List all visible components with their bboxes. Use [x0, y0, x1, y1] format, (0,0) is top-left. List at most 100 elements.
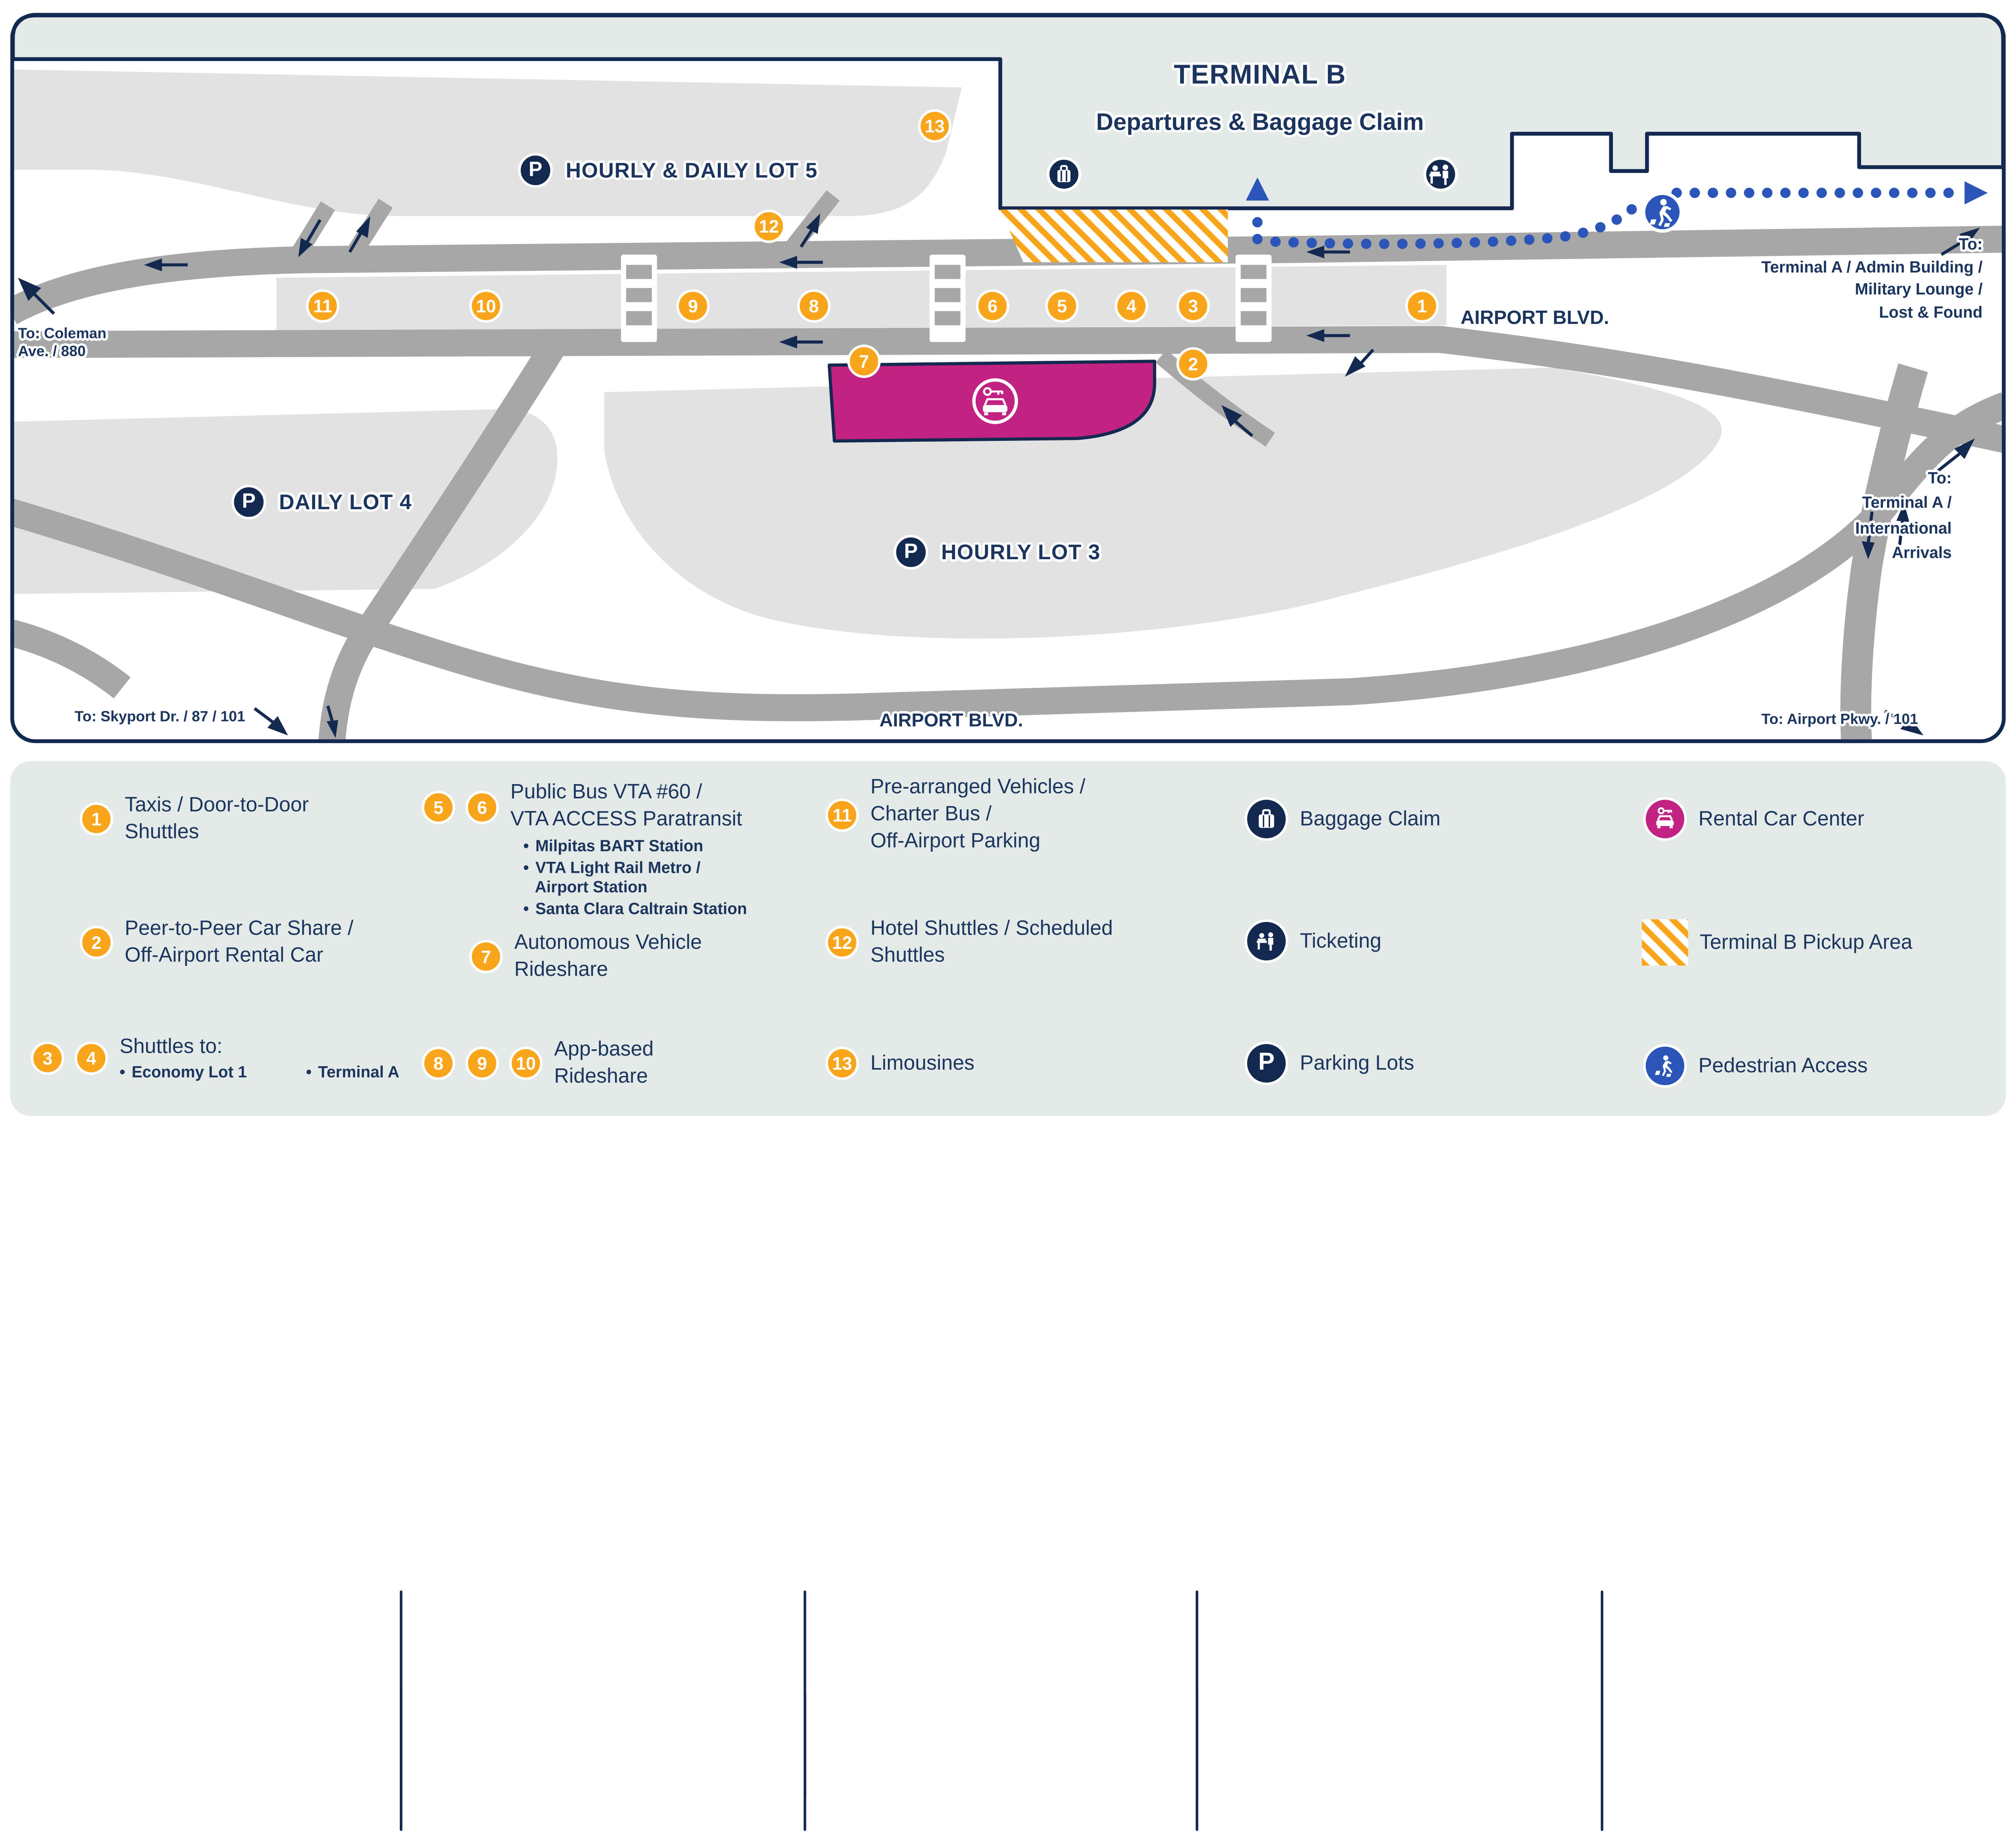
legend-item-rental-car-center: Rental Car Center: [1643, 797, 1864, 841]
lot4-parking-icon: P: [231, 484, 266, 520]
legend-item-parking-lots: P Parking Lots: [1244, 1041, 1414, 1086]
map-stop-7: 7: [847, 344, 881, 378]
legend-label: Public Bus VTA #60 / VTA ACCESS Paratran…: [510, 782, 742, 831]
legend-item-hotel-shuttles: 12 Hotel Shuttles / Scheduled Shuttles: [825, 916, 1113, 970]
map-stop-8: 8: [797, 289, 831, 323]
sjc-ground-transportation-map: TERMINAL B Departures & Baggage Claim P …: [0, 0, 2016, 1127]
direction-arrows: [18, 213, 1980, 738]
legend-panel: 1 Taxis / Door-to-Door Shuttles 2 Peer-t…: [10, 761, 2006, 1831]
to-coleman-label: To: Coleman Ave. / 880: [18, 326, 107, 360]
rental-car-center-shape: [828, 360, 1156, 443]
map-stop-13: 13: [918, 109, 952, 143]
legend-label: Limousines: [870, 1052, 975, 1075]
legend-badge-2: 2: [80, 926, 113, 959]
legend-bullet: Economy Lot 1: [120, 1063, 247, 1083]
ticketing-icon: [1244, 919, 1288, 963]
legend-item-baggage-claim: Baggage Claim: [1244, 797, 1441, 841]
legend-badge-11: 11: [825, 798, 859, 831]
map-stop-5: 5: [1045, 289, 1079, 323]
legend-divider: [400, 1590, 403, 1831]
legend-badge-13: 13: [825, 1046, 859, 1080]
pedestrian-map-icon: [1642, 192, 1683, 239]
legend-badge-9: 9: [465, 1046, 499, 1080]
map-stop-9: 9: [676, 289, 710, 323]
map-graphics: [10, 13, 2006, 743]
legend-badge-7: 7: [469, 939, 503, 974]
legend-item-limousines: 13 Limousines: [825, 1046, 975, 1080]
legend-badge-5: 5: [421, 791, 456, 824]
to-skyport-label: To: Skyport Dr. / 87 / 101: [74, 710, 245, 726]
airport-blvd-label: AIRPORT BLVD.: [1460, 307, 1609, 329]
legend-divider: [1196, 1590, 1199, 1831]
map-stop-11: 11: [306, 289, 340, 323]
legend-label: Shuttles to:: [120, 1036, 223, 1058]
legend-badge-6: 6: [465, 791, 499, 824]
map-stop-12: 12: [752, 209, 786, 243]
legend-item-terminal-b-pickup: Terminal B Pickup Area: [1642, 919, 1912, 966]
lot3-parking-icon: P: [894, 535, 928, 570]
legend-badge-4: 4: [74, 1042, 108, 1075]
map-border: [10, 13, 2006, 743]
lot5-shape: [10, 69, 962, 216]
lot5-label: HOURLY & DAILY LOT 5: [565, 159, 818, 183]
legend-label: Parking Lots: [1300, 1052, 1414, 1075]
baggage-claim-map-icon: [1046, 157, 1081, 198]
map-stop-4: 4: [1114, 289, 1149, 323]
rental-car-center-icon: [972, 378, 1018, 424]
legend-label: Rental Car Center: [1698, 808, 1864, 830]
legend-badge-8: 8: [421, 1046, 456, 1080]
legend-label: Hotel Shuttles / Scheduled Shuttles: [870, 918, 1113, 967]
legend-label: Peer-to-Peer Car Share / Off-Airport Ren…: [124, 918, 353, 967]
legend-divider: [803, 1590, 806, 1831]
parking-icon: P: [1244, 1041, 1288, 1086]
map-stop-10: 10: [469, 289, 503, 323]
to-terminal-a-intl-label: To: Terminal A / International Arrivals: [1855, 469, 1952, 562]
map-stop-3: 3: [1176, 289, 1210, 323]
legend-label: Autonomous Vehicle Rideshare: [514, 932, 702, 981]
airport-blvd-label-bottom: AIRPORT BLVD.: [879, 711, 1023, 732]
legend-bullet: VTA Light Rail Metro / Airport Station: [523, 858, 747, 898]
legend-badge-12: 12: [825, 926, 859, 959]
legend-label: Taxis / Door-to-Door Shuttles: [124, 794, 309, 844]
legend-badge-10: 10: [509, 1046, 543, 1080]
legend-bullet: Santa Clara Caltrain Station: [523, 899, 747, 919]
terminal-b-pickup-area: [1000, 209, 1228, 262]
legend-badge-3: 3: [31, 1042, 65, 1075]
rental-car-icon: [1643, 797, 1687, 841]
to-airport-pkwy-label: To: Airport Pkwy. / 101: [1761, 712, 1918, 728]
legend-label: Pedestrian Access: [1698, 1055, 1868, 1077]
pedestrian-icon: [1643, 1044, 1687, 1088]
airport-blvd-median: [276, 265, 1447, 331]
ticketing-map-icon: [1423, 157, 1458, 198]
legend-divider: [1600, 1590, 1604, 1831]
legend-bullet: Terminal A: [306, 1063, 399, 1083]
legend-item-prearranged: 11 Pre-arranged Vehicles / Charter Bus /…: [825, 774, 1085, 855]
legend-label: Baggage Claim: [1300, 808, 1441, 830]
legend-item-autonomous: 7 Autonomous Vehicle Rideshare: [469, 930, 702, 984]
legend-item-pedestrian-access: Pedestrian Access: [1643, 1044, 1868, 1088]
legend-label: Pre-arranged Vehicles / Charter Bus / Of…: [870, 776, 1085, 852]
pedestrian-path: [1246, 177, 1988, 249]
terminal-b-pickup-swatch: [1642, 919, 1688, 966]
terminal-b-subtitle: Departures & Baggage Claim: [1096, 108, 1424, 135]
legend-item-taxis: 1 Taxis / Door-to-Door Shuttles: [80, 792, 309, 846]
crosswalks: [621, 254, 1272, 342]
legend-label: Terminal B Pickup Area: [1700, 931, 1913, 954]
legend-label: Ticketing: [1300, 930, 1382, 952]
legend-bullet: Milpitas BART Station: [523, 837, 747, 857]
legend-item-shuttles-to: 34 Shuttles to: Economy Lot 1 Terminal A: [31, 1034, 399, 1083]
map-stop-6: 6: [976, 289, 1009, 323]
baggage-icon: [1244, 797, 1288, 841]
to-terminal-a-admin-label: To: Terminal A / Admin Building / Milita…: [1761, 235, 1983, 321]
lot5-parking-icon: P: [518, 153, 553, 188]
legend-item-ticketing: Ticketing: [1244, 919, 1382, 963]
lot3-label: HOURLY LOT 3: [941, 541, 1101, 565]
lot4-label: DAILY LOT 4: [279, 491, 412, 514]
map-area: TERMINAL B Departures & Baggage Claim P …: [10, 13, 2006, 743]
map-stop-1: 1: [1405, 289, 1439, 323]
legend-label: App-based Rideshare: [554, 1039, 654, 1088]
terminal-b-title: TERMINAL B: [1174, 60, 1347, 90]
map-stop-2: 2: [1176, 347, 1210, 381]
